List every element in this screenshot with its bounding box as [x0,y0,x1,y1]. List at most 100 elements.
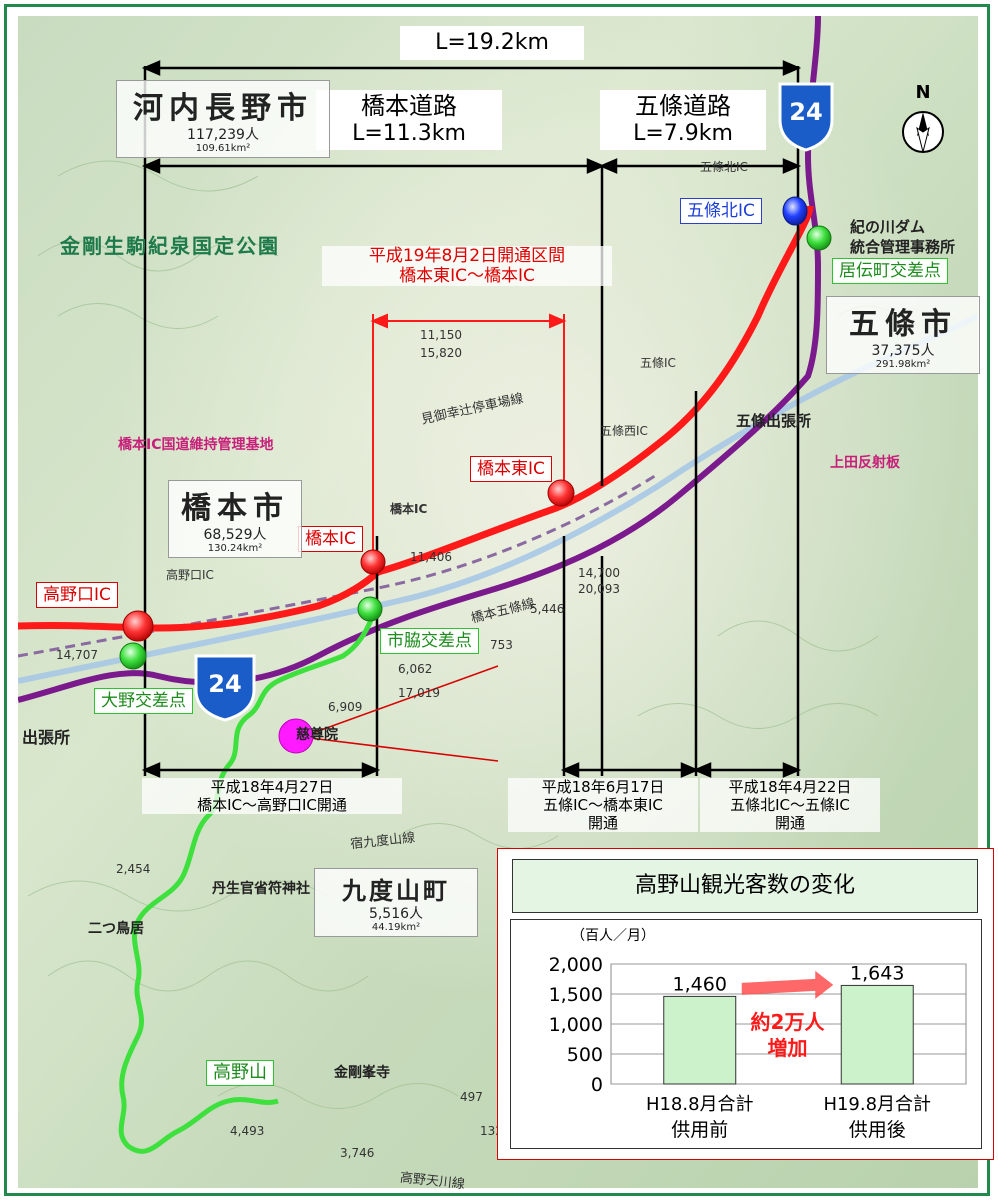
inset-leader-lines [309,665,499,762]
period-3-section: 五條北IC～五條IC [730,796,850,814]
traffic-count: 11,406 [410,550,452,564]
hashimoto-road-name: 橋本道路 [361,92,457,120]
opening-2007-date: 平成19年8月2日開通区間 [368,246,566,266]
dam-office-label-1: 紀の川ダム [850,218,926,236]
period-1-section: 橋本IC～高野口IC開通 [197,796,347,814]
bar [663,995,737,1085]
x-subcategory-label: 供用後 [849,1119,906,1141]
park-label: 金剛生駒紀泉国定公園 [60,234,280,258]
hashimoto-ic-small-label: 橋本IC [390,502,428,516]
period-label-1: 平成18年4月27日 橋本IC～高野口IC開通 [142,778,402,814]
period-label-2: 平成18年6月17日 五條IC～橋本東IC 開通 [508,778,698,832]
ueda-reflector-label: 上田反射板 [830,455,900,471]
traffic-count: 6,062 [398,662,433,676]
period-2-status: 開通 [587,814,618,832]
gojo-road-name: 五條道路 [635,92,731,120]
x-category-label: H18.8月合計 [646,1094,754,1115]
period-1-date: 平成18年4月27日 [210,778,334,796]
ic-marker-hashimoto-higashi [547,479,575,507]
futatsu-torii-label: 二つ鳥居 [88,921,144,937]
x-subcategory-label: 供用前 [671,1119,728,1141]
opening-2007-label: 平成19年8月2日開通区間 橋本東IC～橋本IC [322,246,612,286]
chart-unit-label: （百人／月） [571,928,655,944]
ic-marker-gojo-kita [782,196,808,226]
shutchojo-label: 出張所 [22,728,71,747]
y-tick-label: 1,500 [549,984,603,1006]
gojo-nishi-small-label: 五條西IC [600,424,648,438]
city-gojo: 五條市 37,375人 291.98km² [826,296,980,374]
y-tick-label: 2,000 [549,954,603,976]
total-length-label: L=19.2km [400,26,584,60]
koyasan-label: 高野山 [206,1060,274,1086]
north-arrow-icon: N [902,82,944,153]
traffic-count: 5,446 [530,602,565,616]
dimension-lines [141,60,802,778]
y-tick-label: 500 [567,1044,603,1066]
city-kawachinagano-pop: 117,239人 [187,127,259,143]
city-kawachinagano: 河内長野市 117,239人 109.61km² [116,80,330,158]
kongobuji-label: 金剛峯寺 [334,1065,390,1081]
ic-label-hashimoto: 橋本IC [298,526,363,552]
traffic-count: 15,820 [420,346,462,360]
period-label-3: 平成18年4月22日 五條北IC～五條IC 開通 [700,778,880,832]
ic-marker-hashimoto [360,549,386,575]
intersection-marker-izutsu [806,225,832,251]
north-label: N [915,82,930,103]
chart-title: 高野山観光客数の変化 [512,859,978,913]
increase-annotation-line2: 増加 [768,1036,808,1060]
intersection-label-ichiwaki: 市脇交差点 [380,628,479,654]
bar [840,984,914,1085]
traffic-count: 14,700 [578,566,620,580]
ic-marker-koyaguchi [122,610,154,642]
intersection-marker-ono [119,642,147,670]
route-24-shield-number: 24 [789,98,822,126]
traffic-count: 11,150 [420,328,462,342]
intersection-marker-ichiwaki [357,596,383,622]
city-kawachinagano-name: 河内長野市 [133,91,313,126]
gojo-road-length: L=7.9km [633,121,733,146]
outer-frame [4,4,990,1196]
route-24-shield-south: 24 [194,654,256,722]
traffic-count: 20,093 [578,582,620,596]
traffic-count: 6,909 [328,700,363,714]
dam-office-label-2: 統合管理事務所 [850,238,956,256]
koyaguchi-small-label: 高野口IC [166,568,214,582]
route-24-shield-north: 24 [778,82,834,152]
y-tick-label: 0 [591,1074,603,1096]
bar-value-label: 1,643 [850,962,904,984]
city-gojo-name: 五條市 [849,307,957,342]
niu-shrine-label: 丹生官省符神社 [212,881,310,897]
period-3-date: 平成18年4月22日 [728,778,852,796]
bar-value-label: 1,460 [673,973,727,995]
period-3-status: 開通 [774,814,805,832]
gojo-ic-small-label: 五條IC [640,356,676,370]
traffic-count: 4,493 [230,1124,265,1138]
hashimoto-road-label: 橋本道路 L=11.3km [316,90,502,150]
city-gojo-area: 291.98km² [875,359,931,370]
ic-label-hashimoto-higashi: 橋本東IC [470,456,552,482]
city-hashimoto-name: 橋本市 [181,491,289,526]
traffic-count: 753 [490,638,513,652]
city-gojo-pop: 37,375人 [871,343,935,359]
traffic-count: 2,454 [116,862,151,876]
city-kudoyama-pop: 5,516人 [368,906,424,922]
increase-arrow-icon [741,970,834,999]
hashimoto-road-length: L=11.3km [352,121,466,146]
traffic-count: 3,746 [340,1146,375,1160]
city-kawachinagano-area: 109.61km² [195,143,251,154]
city-kudoyama-area: 44.19km² [371,922,421,933]
koyasan-access-route [118,608,378,1154]
ic-label-gojo-kita: 五條北IC [680,198,762,224]
traffic-count: 497 [460,1090,483,1104]
opening-2007-section [370,313,567,564]
opening-2007-section-name: 橋本東IC～橋本IC [399,266,535,286]
route-24-shield-number: 24 [208,670,241,698]
visitor-bar-chart: （百人／月）05001,0001,5002,0001,460H18.8月合計供用… [549,928,967,1141]
expressway-road [18,205,814,632]
traffic-count: 14,707 [56,648,98,662]
gojo-office-label: 五條出張所 [736,412,812,430]
gojo-kita-small-label: 五條北IC [700,160,748,174]
